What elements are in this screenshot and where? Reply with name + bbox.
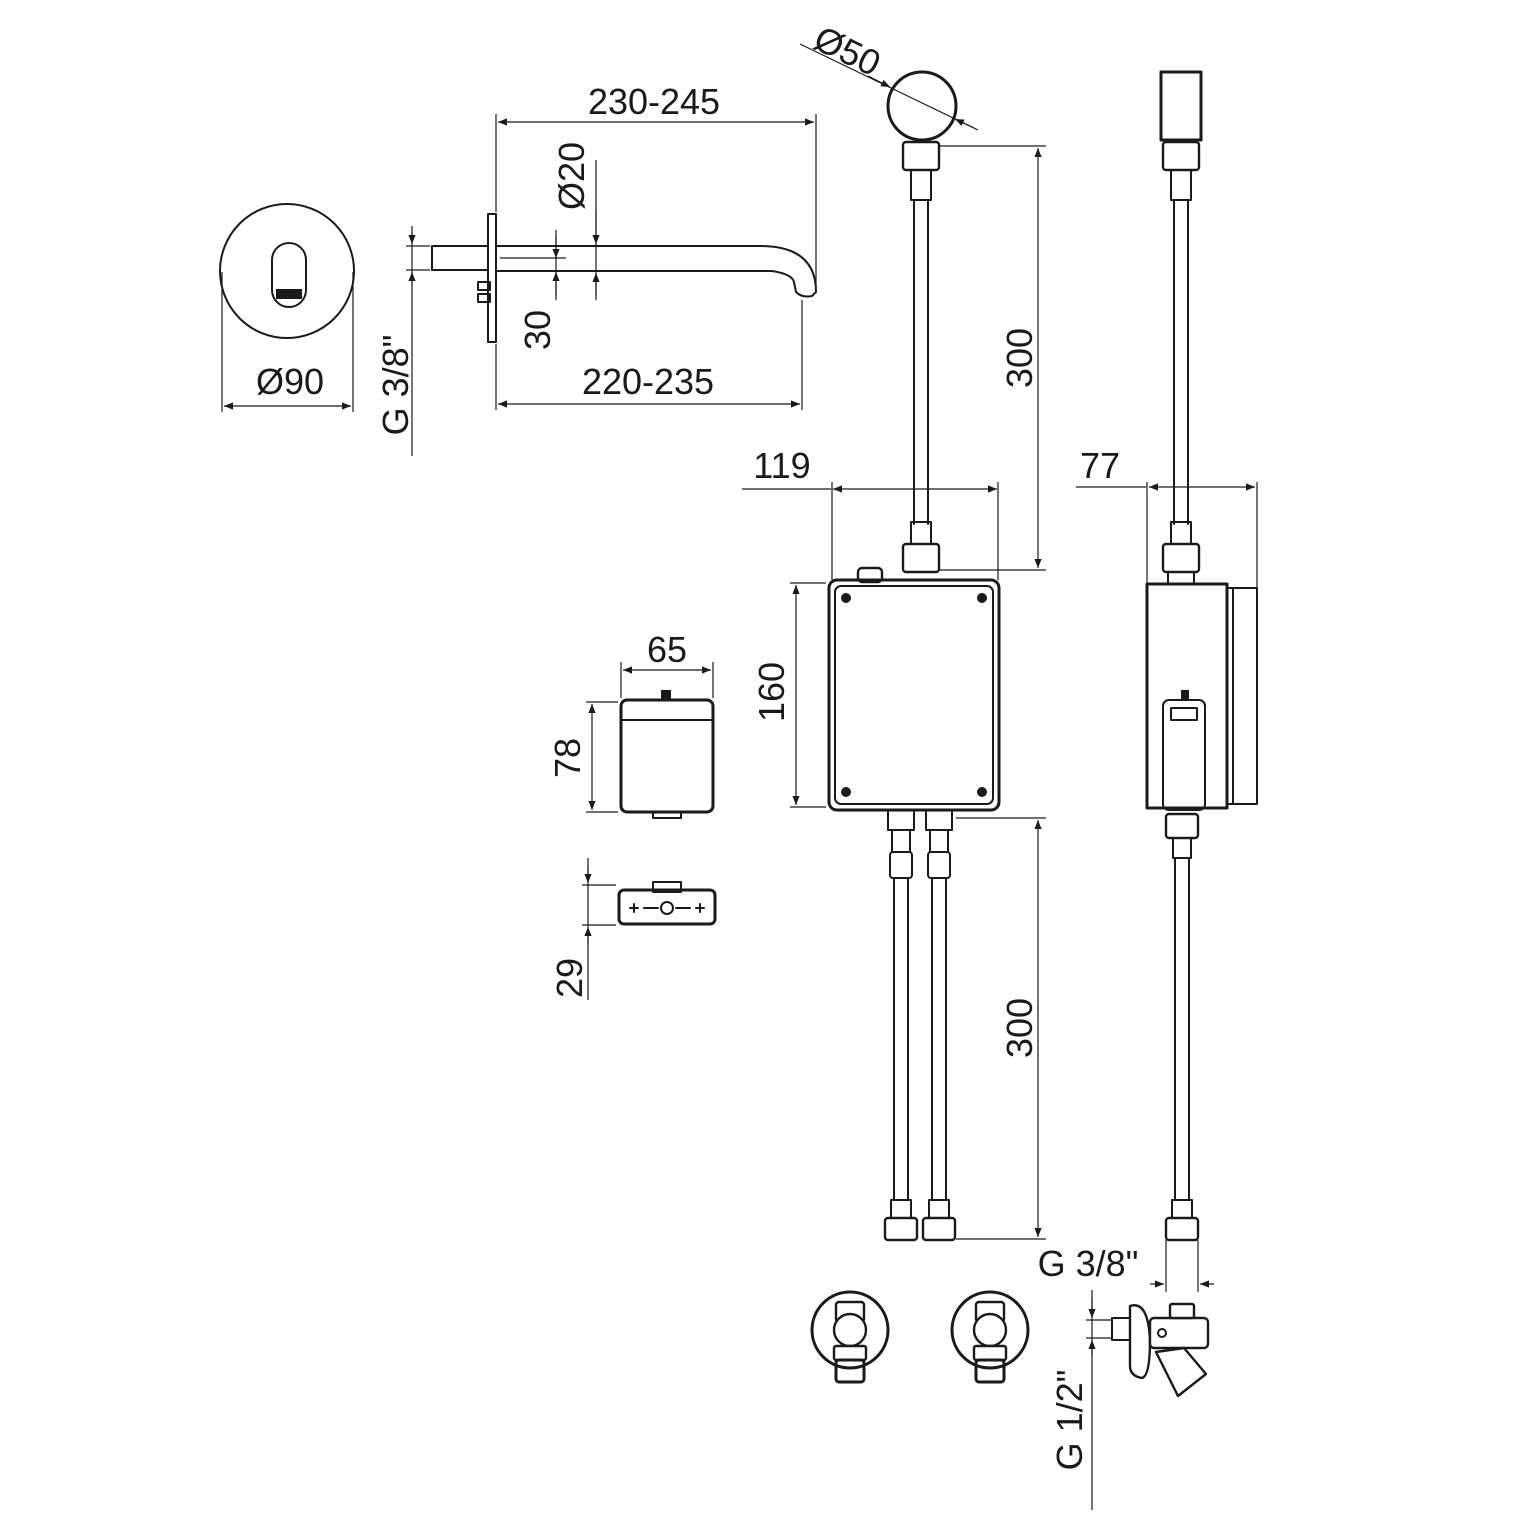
angle-valve-left [810,1290,890,1384]
battery-pack [586,662,715,819]
spout-offset-label: 30 [517,310,558,350]
box-depth-label: 77 [1080,445,1120,486]
bracket-height-label: 29 [549,958,590,998]
spout-length-top-label: 230-245 [588,81,720,122]
sensor-and-upper-hose [799,43,1046,574]
control-box-front-view [742,482,1046,1242]
valve-inlet-thread-label: G 1/2" [1049,1370,1090,1471]
wall-plate-front-view [219,203,355,412]
spout-side-view [406,114,817,456]
lower-hose-length-label: 300 [999,998,1040,1058]
spout-diameter-label: Ø20 [551,142,592,210]
battery-height-label: 78 [547,738,588,778]
box-width-label: 119 [753,445,810,486]
spout-length-bottom-label: 220-235 [582,361,714,402]
control-box-side-view [1076,70,1258,1292]
spout-thread-label: G 3/8" [375,335,416,436]
plate-diameter-label: Ø90 [256,361,324,402]
hose-outlet-thread-label: G 3/8" [1038,1243,1139,1284]
battery-width-label: 65 [647,629,687,670]
angle-valve-right [950,1290,1030,1384]
upper-hose-length-label: 300 [999,328,1040,388]
box-height-label: 160 [751,662,792,722]
angle-valve-side-view [1086,1290,1210,1510]
mounting-bracket [582,858,717,1000]
sensor-diameter-label: Ø50 [808,17,887,84]
